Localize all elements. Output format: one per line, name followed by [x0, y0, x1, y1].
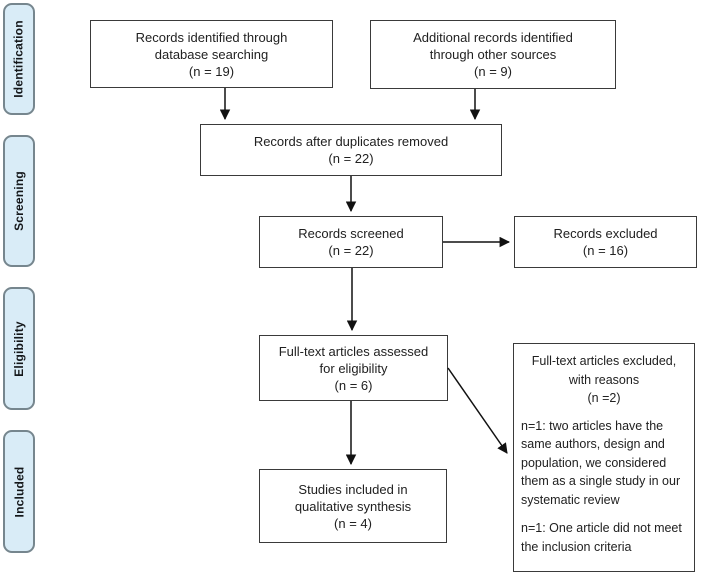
stage-label: Screening [12, 171, 27, 231]
box-text-line: (n = 16) [582, 243, 629, 258]
box-text-line: for eligibility [319, 360, 388, 376]
box-text-line: (n = 22) [328, 151, 374, 166]
stage-label: Identification [12, 20, 26, 98]
box-text-line: (n = 4) [334, 515, 372, 531]
stage-included: Included [3, 430, 35, 553]
stage-identification: Identification [3, 3, 35, 115]
box-text-line: Additional records identified [413, 30, 573, 45]
box-qualitative-synthesis: Studies included in qualitative synthesi… [259, 469, 447, 543]
stage-screening: Screening [3, 135, 35, 267]
arrow-fulltext-to-excluded [447, 367, 508, 454]
box-text-line: (n = 6) [334, 377, 373, 393]
exclusion-reason: n=1: two articles have the same authors,… [521, 418, 681, 507]
stage-eligibility: Eligibility [3, 287, 35, 410]
box-text-line: qualitative synthesis [294, 498, 412, 514]
box-text-line: Full-text articles excluded, [531, 354, 677, 368]
box-text-line: through other sources [429, 47, 557, 62]
box-text-line: (n =2) [587, 391, 621, 405]
stage-label: Included [12, 466, 26, 517]
box-text-line: (n = 22) [328, 243, 374, 258]
box-text-line: Full-text articles assessed [278, 343, 429, 359]
box-fulltext-excluded: Full-text articles excluded, with reason… [513, 343, 695, 572]
box-text-line: Records excluded [553, 226, 658, 241]
box-text-line: Studies included in [298, 481, 408, 497]
box-additional-records: Additional records identified through ot… [370, 20, 616, 89]
box-text-line: with reasons [568, 372, 640, 387]
box-heading: Full-text articles excluded, with reason… [521, 352, 687, 408]
box-records-identified: Records identified through database sear… [90, 20, 333, 88]
box-text-line: (n = 19) [188, 63, 235, 79]
box-duplicates-removed: Records after duplicates removed (n = 22… [200, 124, 502, 176]
box-records-screened: Records screened (n = 22) [259, 216, 443, 268]
box-text-line: Records after duplicates removed [253, 134, 449, 149]
box-records-excluded: Records excluded (n = 16) [514, 216, 697, 268]
box-text-line: Records screened [298, 226, 404, 241]
exclusion-reason: n=1: One article did not meet the inclus… [521, 521, 682, 554]
box-fulltext-assessed: Full-text articles assessed for eligibil… [259, 335, 448, 401]
stage-label: Eligibility [12, 320, 27, 377]
box-text-line: database searching [154, 46, 269, 62]
box-text-line: Records identified through [135, 29, 288, 45]
box-text-line: (n = 9) [474, 64, 512, 79]
